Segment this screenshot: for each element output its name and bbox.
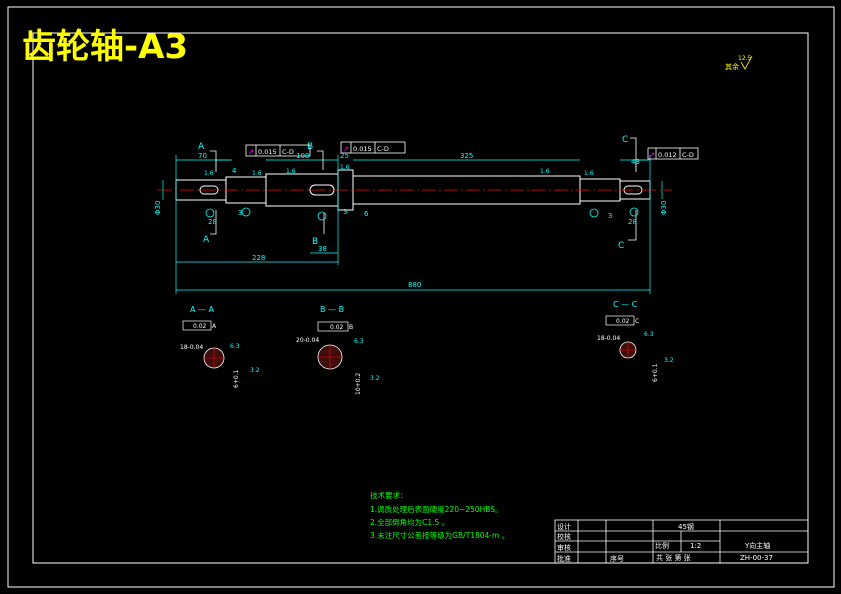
section-view-b-frame-datum: B bbox=[349, 324, 353, 331]
diameter-right: Φ30 bbox=[660, 201, 668, 215]
dim-3-right: 3 bbox=[608, 212, 612, 220]
diameter-labels: Φ30 Φ30 bbox=[154, 201, 668, 215]
section-view-a-rough: 6.3 bbox=[230, 343, 240, 350]
inner-frame bbox=[32, 32, 809, 564]
sheet-title: 齿轮轴-A3 bbox=[22, 27, 188, 67]
section-view-b-width: 20-0.04 bbox=[296, 337, 319, 344]
diameter-left: Φ30 bbox=[154, 201, 162, 215]
section-view-c-rough2: 3.2 bbox=[664, 357, 674, 364]
title-material: 45钢 bbox=[678, 522, 694, 531]
section-view-b-depth: 10+0.2 bbox=[355, 373, 362, 395]
surface-mark-4: 1.6 bbox=[340, 164, 350, 171]
title-label-approve: 批准 bbox=[557, 554, 571, 563]
dim-43: 43 bbox=[631, 158, 640, 166]
title-scale-label: 比例 bbox=[655, 541, 669, 550]
tolerance-frame-3-datum: C-D bbox=[682, 151, 694, 159]
tolerance-frame-1-symbol: ↗ bbox=[248, 148, 254, 156]
technical-notes: 技术要求： 1.调质处理后表面硬度220~250HBS。 2.全部倒角均为C1.… bbox=[370, 490, 509, 540]
keyway-left bbox=[199, 185, 219, 195]
dim-880: 880 bbox=[408, 281, 421, 289]
dim-28-left: 28 bbox=[208, 218, 217, 226]
section-markers: A A B B C C bbox=[198, 135, 637, 251]
surface-mark-2: 1.6 bbox=[252, 170, 262, 177]
title-label-review: 审核 bbox=[557, 543, 571, 552]
section-marker-a-bottom: A bbox=[203, 235, 210, 245]
notes-line-3: 3.未注尺寸公差按等级为GB/T1804-m 。 bbox=[370, 530, 509, 540]
section-view-a-rough2: 3.2 bbox=[250, 367, 260, 374]
section-view-b-rough: 6.3 bbox=[354, 338, 364, 345]
surface-mark-5: 1.6 bbox=[540, 168, 550, 175]
dim-100: 100 bbox=[296, 152, 309, 160]
dim-4: 4 bbox=[232, 167, 237, 175]
dim-6-mid: 6 bbox=[364, 210, 369, 218]
dim-3-mid: 3 bbox=[343, 208, 347, 216]
section-view-b: B — B 0.02 B 20-0.04 10+0.2 6.3 3.2 bbox=[296, 305, 380, 395]
tolerance-frame-2-symbol: ↗ bbox=[343, 145, 349, 153]
tolerance-frame-3: ↗ 0.012 C-D bbox=[647, 147, 699, 160]
section-view-b-title: B — B bbox=[320, 305, 344, 314]
section-view-b-rough2: 3.2 bbox=[370, 375, 380, 382]
roughness-prefix: 其余 bbox=[725, 62, 739, 71]
notes-line-1: 1.调质处理后表面硬度220~250HBS。 bbox=[370, 504, 502, 514]
title-block bbox=[554, 519, 809, 564]
dimension-texts: 70 4 100 25 325 43 228 38 880 28 3 3 6 2… bbox=[198, 152, 640, 289]
section-view-a-title: A — A bbox=[190, 305, 215, 314]
outer-frame bbox=[7, 6, 835, 588]
title-label-design: 设计 bbox=[557, 522, 571, 531]
section-view-c: C — C 0.02 C 18-0.04 6+0.1 6.3 3.2 bbox=[597, 300, 674, 382]
dim-38: 38 bbox=[318, 245, 327, 253]
tolerance-frame-1-datum: C-D bbox=[282, 148, 294, 156]
section-view-b-frame-value: 0.02 bbox=[330, 324, 344, 331]
title-label-check: 校核 bbox=[557, 532, 571, 541]
section-marker-c-top: C bbox=[622, 135, 628, 145]
section-view-a-width: 18-0.04 bbox=[180, 344, 203, 351]
surface-marks: 1.6 1.6 1.6 1.6 1.6 1.6 bbox=[204, 164, 594, 177]
tolerance-frame-2: ↗ 0.015 C-D bbox=[340, 141, 406, 154]
notes-heading: 技术要求： bbox=[370, 490, 408, 500]
section-view-c-title: C — C bbox=[613, 300, 638, 309]
surface-mark-3: 1.6 bbox=[286, 168, 296, 175]
dim-325: 325 bbox=[460, 152, 473, 160]
tolerance-frame-1: ↗ 0.015 C-D bbox=[245, 144, 311, 157]
roughness-symbol bbox=[740, 55, 753, 70]
section-view-c-depth: 6+0.1 bbox=[652, 363, 659, 382]
section-marker-a-top: A bbox=[198, 142, 205, 152]
title-part-name: Y向主轴 bbox=[744, 541, 770, 550]
title-sheets: 共 张 第 张 bbox=[656, 553, 691, 562]
roughness-note: 其余 12.5 bbox=[725, 55, 753, 71]
section-view-c-frame-value: 0.02 bbox=[616, 318, 630, 325]
section-view-a-frame-value: 0.02 bbox=[193, 323, 207, 330]
surface-mark-1: 1.6 bbox=[204, 170, 214, 177]
section-view-a-frame-datum: A bbox=[212, 323, 217, 330]
tolerance-frame-3-value: 0.012 bbox=[658, 151, 677, 159]
title-row-label: 序号 bbox=[610, 554, 624, 563]
title-scale-value: 1:2 bbox=[690, 542, 701, 550]
section-marker-c-bottom: C bbox=[618, 241, 624, 251]
section-view-c-rough: 6.3 bbox=[644, 331, 654, 338]
tolerance-frame-1-value: 0.015 bbox=[258, 148, 277, 156]
section-marker-b-bottom: B bbox=[312, 237, 318, 247]
dim-25: 25 bbox=[340, 152, 349, 160]
notes-line-2: 2.全部倒角均为C1.5 。 bbox=[370, 517, 449, 527]
dim-28-right: 28 bbox=[628, 218, 637, 226]
section-view-c-frame-datum: C bbox=[635, 318, 639, 325]
surface-mark-6: 1.6 bbox=[584, 170, 594, 177]
dim-3-left: 3 bbox=[238, 209, 242, 217]
dimension-lines bbox=[162, 155, 663, 294]
section-view-a: A — A 0.02 A 18-0.04 6+0.1 6.3 3.2 bbox=[180, 305, 260, 388]
tolerance-frame-3-symbol: ↗ bbox=[649, 151, 655, 159]
dim-70: 70 bbox=[198, 152, 207, 160]
title-block-texts: 设计 校核 审核 批准 序号 45钢 比例 1:2 Y向主轴 共 张 第 张 Z… bbox=[557, 522, 773, 563]
roughness-value: 12.5 bbox=[738, 55, 752, 62]
section-view-a-depth: 6+0.1 bbox=[233, 369, 240, 388]
section-view-c-width: 18-0.04 bbox=[597, 335, 620, 342]
title-drawing-no: ZH-00-37 bbox=[740, 554, 773, 562]
dim-228: 228 bbox=[252, 254, 265, 262]
tolerance-frame-2-datum: C-D bbox=[377, 145, 389, 153]
tolerance-frame-2-value: 0.015 bbox=[353, 145, 372, 153]
datum-symbols bbox=[205, 207, 639, 221]
